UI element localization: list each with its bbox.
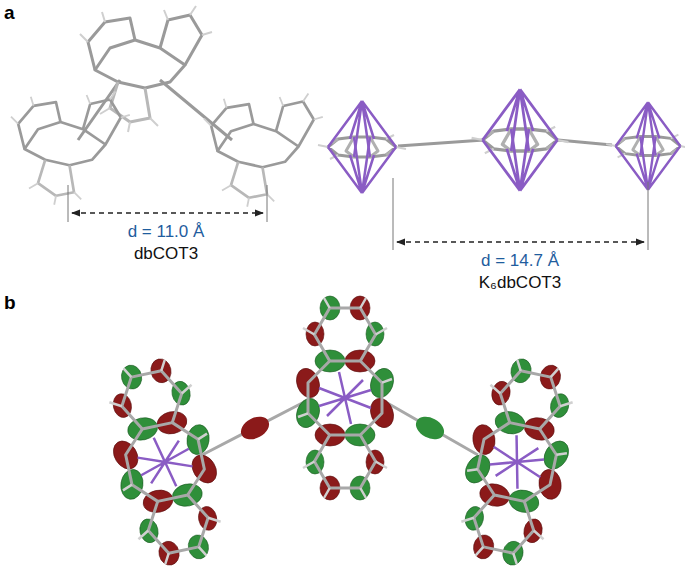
molecule-name: dbCOT3 xyxy=(134,244,198,264)
dbcot3-molecule xyxy=(11,6,323,207)
distance-label: d = 11.0 Å xyxy=(128,222,205,242)
molecule-name: K₆dbCOT3 xyxy=(479,273,561,293)
panel-letter: a xyxy=(4,2,15,24)
dimension-line xyxy=(393,178,648,250)
panel-letter: b xyxy=(4,292,16,314)
orbital-plot xyxy=(92,296,589,573)
k6dbcot3-molecule xyxy=(318,89,685,193)
dimension-line xyxy=(68,185,267,222)
distance-label: d = 14.7 Å xyxy=(481,251,559,271)
